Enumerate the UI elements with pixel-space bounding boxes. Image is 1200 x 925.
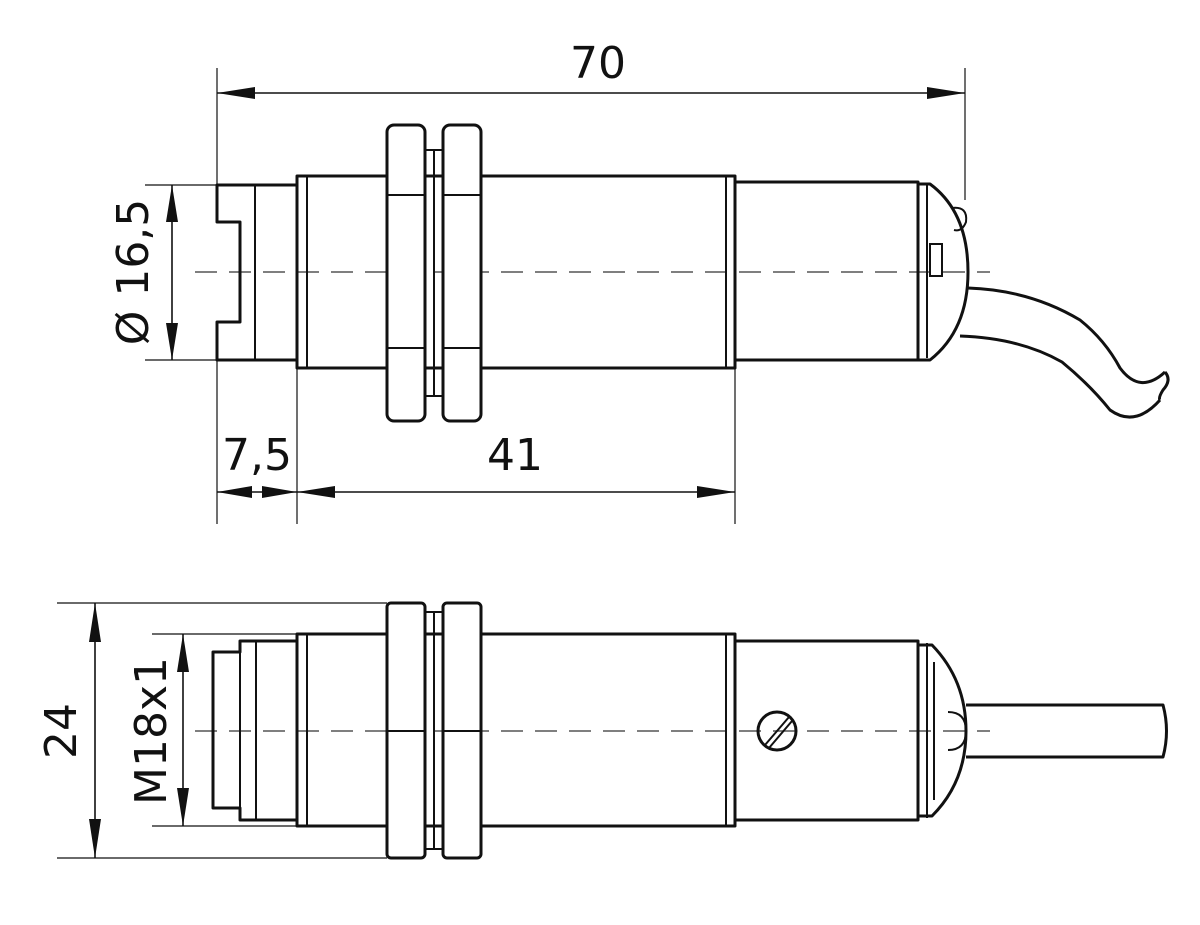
dim-41-arrow-right	[697, 486, 735, 498]
adjustment-screw-slot	[764, 716, 790, 746]
adjustment-screw-icon	[756, 710, 798, 752]
side-cable	[966, 703, 1168, 759]
dim-70-arrow-right	[927, 87, 965, 99]
top-cable-lower	[959, 334, 1162, 419]
side-led-dome	[947, 711, 968, 751]
dim-m18-arrow-top	[177, 634, 189, 672]
dim-70-arrow-left	[217, 87, 255, 99]
top-cable	[967, 286, 1167, 384]
top-nut-right	[441, 123, 483, 423]
side-threaded-body	[295, 632, 737, 828]
top-rear-cap	[918, 182, 970, 362]
dim-24-label: 24	[36, 703, 87, 759]
dim-75-label: 7,5	[222, 430, 292, 481]
dim-24-arrow-bottom	[89, 819, 101, 858]
dim-75-arrow-right	[262, 486, 297, 498]
top-led-bump	[951, 206, 968, 232]
top-view: 70 7,5 41 Ø 16,5	[108, 38, 1170, 524]
adjustment-screw-slot-2	[768, 720, 793, 749]
dim-165-label: Ø 16,5	[108, 199, 159, 346]
dim-m18-arrow-bottom	[177, 788, 189, 826]
top-threaded-body	[295, 174, 737, 370]
dim-165-arrow-top	[166, 185, 178, 222]
top-cable-end	[1157, 371, 1170, 402]
top-cap-notch	[929, 243, 943, 277]
dim-m18-label: M18x1	[126, 657, 177, 805]
dim-165-arrow-bottom	[166, 323, 178, 360]
dim-41-label: 41	[487, 430, 543, 481]
top-nut-left	[385, 123, 427, 423]
dim-75-arrow-left	[217, 486, 252, 498]
dim-24-arrow-top	[89, 603, 101, 642]
top-rear-body	[735, 180, 920, 362]
dim-70-label: 70	[570, 38, 626, 89]
side-nose	[211, 639, 297, 822]
side-view: 24 M18x1	[36, 601, 1168, 860]
side-rear-body	[735, 639, 920, 822]
dim-41-arrow-left	[297, 486, 335, 498]
